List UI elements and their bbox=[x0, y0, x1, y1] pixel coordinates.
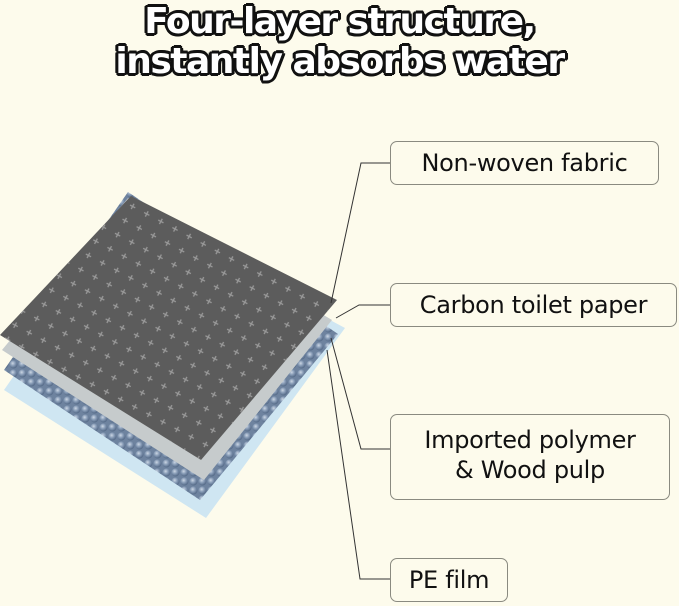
leader-line-non-woven bbox=[330, 162, 390, 304]
leader-line-carbon bbox=[335, 304, 390, 319]
headline-line-2: instantly absorbs water bbox=[115, 41, 565, 82]
headline: Four-layer structure, instantly absorbs … bbox=[0, 2, 679, 82]
label-pe-film: PE film bbox=[390, 558, 508, 602]
leader-line-pe bbox=[326, 349, 390, 580]
leader-line-polymer bbox=[330, 337, 390, 450]
label-polymer-wood-pulp: Imported polymer & Wood pulp bbox=[390, 414, 670, 500]
headline-line-1: Four-layer structure, bbox=[144, 1, 536, 42]
label-carbon-toilet-paper: Carbon toilet paper bbox=[390, 283, 677, 327]
label-non-woven-fabric: Non-woven fabric bbox=[390, 141, 659, 185]
